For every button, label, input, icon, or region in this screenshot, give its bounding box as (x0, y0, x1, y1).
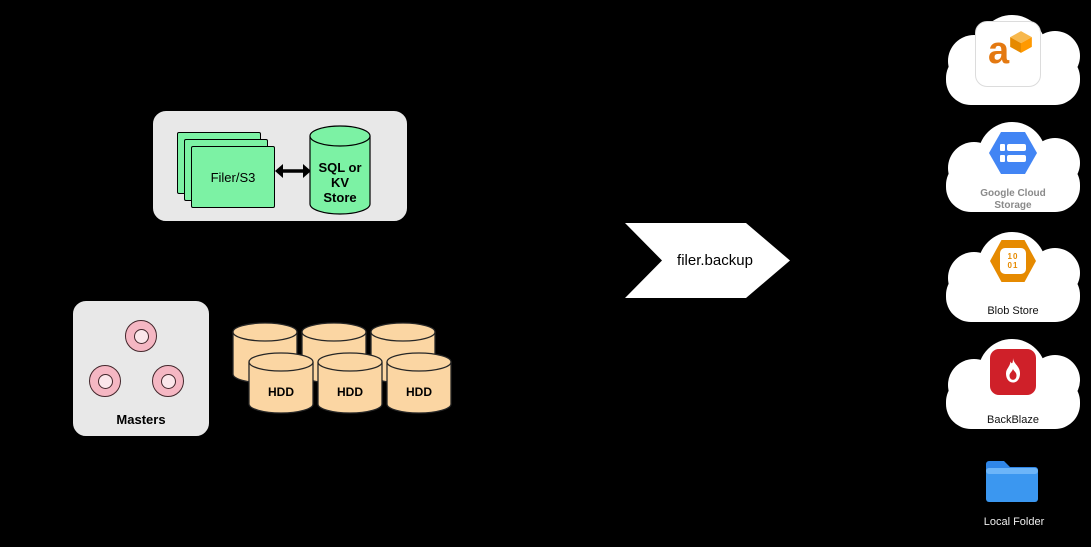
masters-label: Masters (116, 412, 166, 427)
master-node-icon (152, 365, 184, 397)
master-node-core (133, 328, 149, 344)
filer-card-front: Filer/S3 (191, 146, 275, 208)
gcs-slot-bar (1007, 155, 1026, 162)
hdd-cylinder-front-1: HDD (248, 352, 314, 414)
master-node-icon (125, 320, 157, 352)
blob-inner-card: 10 01 (1000, 248, 1026, 274)
master-node-core (97, 373, 113, 389)
cloud-google-cloud-storage: Google Cloud Storage (938, 116, 1088, 216)
backblaze-icon (990, 349, 1036, 395)
aws-letter: a (988, 30, 1010, 72)
blob-text-bottom: 01 (1007, 261, 1019, 270)
filer-backup-label: filer.backup (677, 252, 753, 269)
sql-kv-store-label: SQL or KV Store (318, 160, 362, 205)
aws-cube-icon (1010, 31, 1032, 53)
master-node-core (160, 373, 176, 389)
local-folder-label: Local Folder (983, 516, 1045, 528)
hdd-cylinder-front-3: HDD (386, 352, 452, 414)
filer-backup-arrow: filer.backup (625, 223, 790, 298)
filer-store-group: Filer/S3 SQL or KV Store (152, 110, 408, 222)
hdd-label: HDD (406, 385, 432, 399)
cloud-amazon-s3: a (938, 9, 1088, 109)
cloud-blob-store: 10 01 Blob Store (938, 226, 1088, 326)
cloud-label-google-cloud-storage: Google Cloud Storage (980, 188, 1046, 211)
filer-label: Filer/S3 (210, 169, 256, 185)
hdd-cylinder-icon (248, 352, 314, 414)
blob-text-top: 10 (1007, 251, 1019, 261)
database-cylinder-icon (309, 125, 371, 215)
hdd-label: HDD (268, 385, 294, 399)
hdd-cylinder-front-2: HDD (317, 352, 383, 414)
gcs-slot-dot (1000, 144, 1005, 151)
aws-s3-icon: a (975, 21, 1041, 87)
azure-blob-store-icon: 10 01 (990, 240, 1036, 282)
hdd-label: HDD (337, 385, 363, 399)
hdd-cylinder-icon (386, 352, 452, 414)
local-folder-icon (982, 452, 1042, 511)
masters-group: Masters (72, 300, 210, 437)
flame-icon (1006, 358, 1020, 383)
cloud-label-backblaze: BackBlaze (987, 414, 1039, 426)
gcs-slot (1000, 155, 1026, 162)
gcs-slot-dot (1000, 155, 1005, 162)
cloud-label-blob-store: Blob Store (987, 305, 1039, 317)
cloud-backblaze: BackBlaze (938, 333, 1088, 433)
gcs-slot-bar (1007, 144, 1026, 151)
sql-kv-store-cylinder: SQL or KV Store (309, 125, 371, 216)
hdd-cylinder-icon (317, 352, 383, 414)
folder-icon (986, 461, 1038, 502)
google-cloud-storage-icon (989, 132, 1037, 174)
master-node-icon (89, 365, 121, 397)
double-arrow-icon (275, 164, 311, 178)
right-arrow-banner-icon (625, 223, 790, 298)
gcs-slot (1000, 144, 1026, 151)
